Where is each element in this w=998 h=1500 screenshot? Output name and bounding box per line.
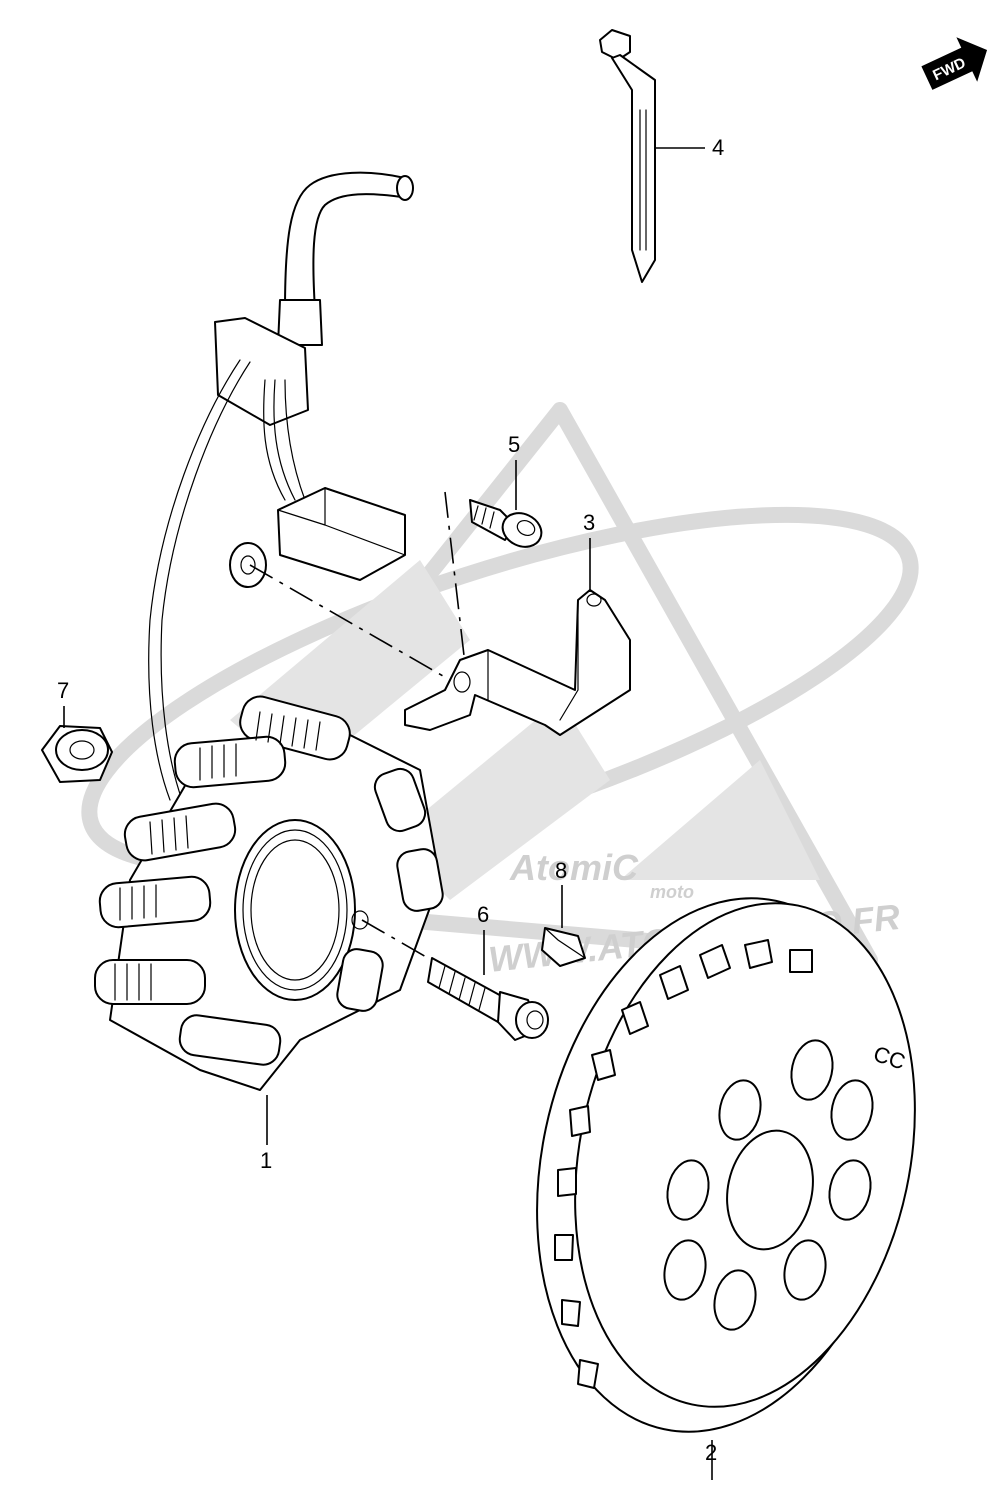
watermark-logo-sub: moto (650, 882, 694, 902)
callout-2: 2 (705, 1440, 717, 1465)
stator-part (94, 695, 444, 1091)
bolt-part (361, 919, 549, 1041)
rotor-part: CC (536, 897, 916, 1433)
callout-7: 7 (57, 678, 69, 703)
callout-5: 5 (508, 432, 520, 457)
callout-6: 6 (477, 902, 489, 927)
wire-harness (148, 171, 451, 801)
callout-4: 4 (712, 135, 724, 160)
leader-lines (63, 147, 713, 1480)
screw-part (469, 499, 543, 548)
key-part (541, 927, 586, 967)
watermark-logo-text: AtomiC (509, 847, 639, 888)
callout-3: 3 (583, 510, 595, 535)
grommet-part (41, 725, 113, 783)
fwd-arrow-icon: FWD (921, 37, 988, 90)
callout-8: 8 (555, 858, 567, 883)
callout-1: 1 (260, 1148, 272, 1173)
stator-coil-group (94, 695, 444, 1066)
cable-tie-part (599, 29, 656, 283)
watermark-logo: AtomiC moto (509, 847, 694, 902)
bracket-part (404, 589, 631, 736)
callouts: 4 5 3 7 8 6 1 2 (57, 135, 724, 1465)
